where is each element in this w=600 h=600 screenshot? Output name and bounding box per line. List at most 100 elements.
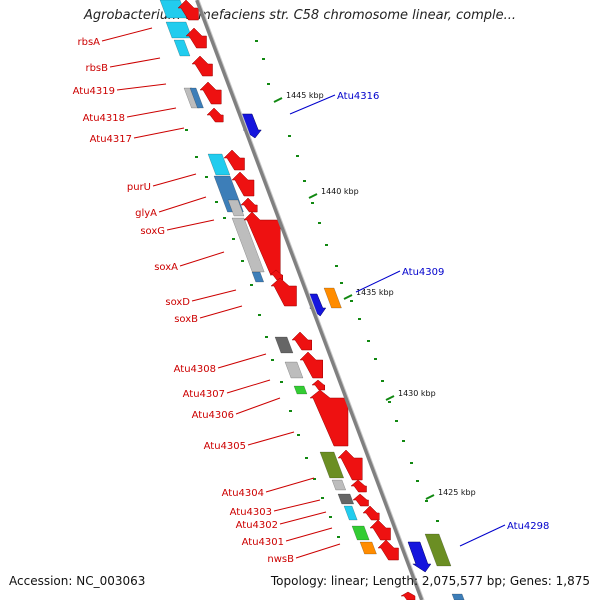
scale-tick-mark [425,494,435,500]
tick-dot [288,135,291,137]
gene-features [159,0,465,600]
tick-dot [340,282,343,284]
left-leader-line [152,173,197,187]
left-gene-label: rbsB [85,63,108,74]
left-leader-line [158,196,207,213]
left-leader-line [273,499,321,512]
left-leader-line [279,511,327,525]
left-leader-line [126,107,177,118]
left-gene-label: Atu4302 [236,520,278,531]
left-gene-label: purU [127,182,151,193]
tick-dot [325,244,328,246]
left-gene-label: Atu4306 [192,410,234,421]
right-gene-label: Atu4316 [337,91,379,102]
left-gene-label: Atu4319 [73,86,115,97]
tick-dot [267,83,270,85]
left-leader-line [179,251,225,267]
right-gene-label: Atu4309 [402,267,444,278]
left-leader-line [191,289,237,302]
feature-block-steel [451,593,465,600]
forward-gene-arrow [309,389,349,447]
left-leader-line [199,305,243,319]
left-gene-label: rbsA [77,37,100,48]
feature-block-olive [319,451,345,479]
tick-dot [311,202,314,204]
tick-dot [289,410,292,412]
scale-tick-label: 1435 kbp [356,288,394,297]
left-gene-label: Atu4318 [83,113,125,124]
right-leader-line [289,94,336,115]
forward-gene-arrow [291,331,312,351]
tick-dot [205,176,208,178]
forward-gene-arrow [350,479,367,493]
feature-block-gray [331,479,347,491]
tick-dot [296,155,299,157]
feature-block-green [293,385,308,395]
left-leader-line [217,353,267,369]
label-leaders [101,27,506,559]
left-gene-label: Atu4317 [90,134,132,145]
left-gene-label: soxA [154,262,178,273]
left-gene-label: Atu4307 [183,389,225,400]
tick-dot [280,381,283,383]
tick-dot [215,201,218,203]
right-leader-line [355,270,401,293]
backbone-line [195,0,424,600]
sequence-backbone [195,0,425,600]
tick-dot [297,434,300,436]
scale-tick-label: 1430 kbp [398,389,436,398]
scale-tick-mark [308,193,318,199]
left-gene-label: glyA [135,208,157,219]
left-gene-label: soxB [174,314,198,325]
tick-dot [321,497,324,499]
left-gene-label: Atu4308 [174,364,216,375]
tick-dot [318,222,321,224]
tick-dot [388,401,391,403]
left-leader-line [109,57,161,68]
tick-dot [241,260,244,262]
feature-block-gray [227,199,245,217]
left-gene-label: soxG [140,226,165,237]
forward-gene-arrow [311,379,325,391]
left-leader-line [133,127,185,139]
tick-dot [337,536,340,538]
tick-dot [223,217,226,219]
left-leader-line [116,83,167,91]
tick-dot [303,180,306,182]
tick-dot [410,462,413,464]
forward-gene-arrow [377,539,399,561]
forward-gene-arrow [240,197,258,213]
left-gene-label: Atu4304 [222,488,264,499]
topology-stats: Topology: linear; Length: 2,075,577 bp; … [270,574,590,588]
scale-tick-mark [385,395,395,401]
forward-gene-arrow [299,351,323,379]
forward-gene-arrow [199,81,222,105]
forward-gene-arrow [231,171,255,197]
scale-tick-label: 1445 kbp [286,91,324,100]
left-gene-label: Atu4305 [204,441,246,452]
forward-gene-arrow [400,591,416,600]
left-gene-label: Atu4301 [242,537,284,548]
left-leader-line [101,27,153,42]
tick-dot [195,156,198,158]
feature-block-gray [231,217,265,273]
tick-dot [271,359,274,361]
tick-dot [416,480,419,482]
scale-tick-mark [273,97,283,103]
forward-gene-arrow [223,149,245,171]
left-leader-line [295,543,341,559]
accession-text: Accession: NC_003063 [9,574,146,588]
forward-gene-arrow [337,449,363,481]
feature-block-steel [189,87,204,109]
feature-block-cyan [159,0,188,19]
feature-block-darkgray [337,493,355,505]
tick-dot [258,314,261,316]
forward-gene-arrow [206,107,224,123]
tick-dot [425,500,428,502]
tick-dot [262,58,265,60]
scale-tick-label: 1440 kbp [321,187,359,196]
feature-block-orange [359,541,377,555]
forward-gene-arrow [352,493,369,507]
tick-dot [381,380,384,382]
